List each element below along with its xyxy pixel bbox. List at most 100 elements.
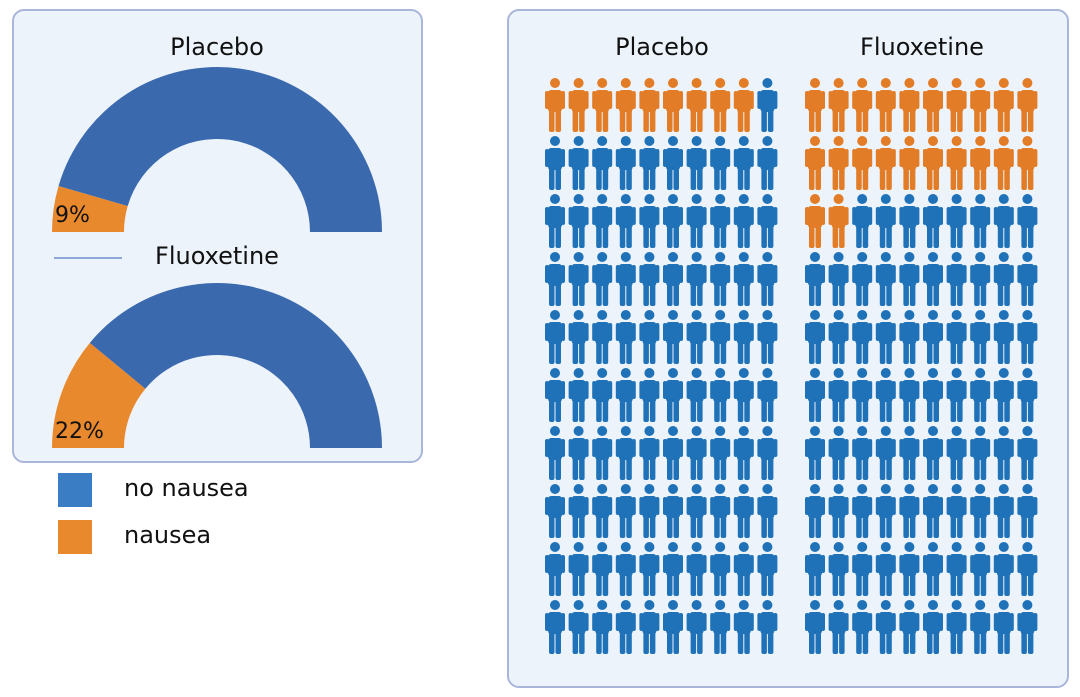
person-body [902, 264, 917, 286]
person-head [833, 484, 844, 494]
person-leg [761, 166, 767, 190]
gauge-nausea-segment [52, 342, 146, 448]
person-arm [655, 91, 660, 109]
person-body [996, 612, 1011, 634]
person-arm [821, 149, 825, 167]
person-arm [946, 323, 951, 341]
person-leg [1027, 514, 1034, 538]
person-icon [615, 78, 636, 132]
person-arm [1017, 613, 1022, 631]
person-head [904, 310, 915, 320]
person-body [713, 438, 728, 460]
person-leg [767, 398, 774, 422]
person-head [620, 136, 631, 146]
person-arm [852, 381, 857, 399]
person-body [760, 438, 775, 460]
person-leg [579, 572, 585, 596]
person-icon [710, 310, 731, 364]
person-leg [927, 398, 933, 422]
person-body [618, 380, 633, 402]
person-head [668, 484, 678, 494]
person-body [808, 322, 822, 344]
person-arm [805, 265, 809, 283]
person-icon [686, 484, 707, 538]
person-leg [626, 398, 632, 422]
person-arm [868, 323, 873, 341]
person-head [620, 484, 631, 494]
person-icon [852, 78, 873, 132]
person-arm [1009, 381, 1014, 399]
person-leg [933, 514, 939, 538]
person-leg [909, 456, 916, 480]
person-body [642, 438, 657, 460]
person-body [996, 90, 1011, 112]
person-body [1020, 148, 1035, 170]
person-leg [903, 108, 909, 132]
person-icon [805, 252, 825, 306]
person-leg [555, 398, 561, 422]
person-arm [962, 613, 967, 631]
person-leg [879, 514, 886, 538]
person-leg [626, 166, 632, 190]
person-head [715, 426, 726, 436]
person-body [831, 380, 846, 402]
person-arm [852, 91, 857, 109]
person-leg [832, 572, 839, 596]
person-body [760, 206, 775, 228]
person-icon [757, 136, 778, 190]
person-body [808, 612, 822, 634]
person-body [618, 264, 633, 286]
person-leg [856, 282, 862, 306]
person-head [975, 484, 986, 494]
person-body [831, 496, 846, 518]
person-icon [757, 368, 778, 422]
person-leg [667, 282, 673, 306]
person-arm [1009, 497, 1014, 515]
person-head [975, 78, 986, 88]
person-leg [815, 340, 821, 364]
person-icon [615, 600, 636, 654]
person-arm [805, 207, 809, 225]
person-arm [568, 323, 573, 341]
person-body [571, 438, 586, 460]
person-leg [997, 456, 1004, 480]
person-head [644, 252, 655, 262]
person-arm [939, 323, 943, 341]
person-leg [1004, 514, 1010, 538]
person-head [857, 368, 868, 378]
person-leg [714, 340, 720, 364]
person-leg [957, 108, 963, 132]
person-body [878, 322, 893, 344]
person-arm [1017, 497, 1022, 515]
person-leg [649, 224, 656, 248]
person-arm [545, 323, 549, 341]
person-body [808, 206, 822, 228]
person-body [642, 90, 657, 112]
person-arm [584, 149, 589, 167]
person-icon [568, 194, 589, 248]
person-arm [773, 323, 778, 341]
person-leg [673, 514, 679, 538]
person-body [949, 612, 964, 634]
person-leg [643, 340, 649, 364]
person-icon [970, 194, 991, 248]
person-head [951, 78, 962, 88]
person-arm [923, 497, 927, 515]
person-arm [1009, 555, 1014, 573]
person-arm [545, 91, 549, 109]
person-head [573, 136, 584, 146]
person-arm [986, 381, 991, 399]
person-arm [757, 439, 762, 457]
person-head [597, 426, 608, 436]
person-leg [690, 630, 697, 654]
person-leg [555, 514, 561, 538]
person-leg [649, 108, 656, 132]
gauge-title: Fluoxetine [155, 242, 279, 270]
person-leg [839, 282, 845, 306]
person-body [642, 322, 657, 344]
person-head [715, 78, 726, 88]
person-arm [891, 555, 896, 573]
person-leg [690, 456, 697, 480]
person-icon [663, 310, 683, 364]
person-body [902, 612, 917, 634]
